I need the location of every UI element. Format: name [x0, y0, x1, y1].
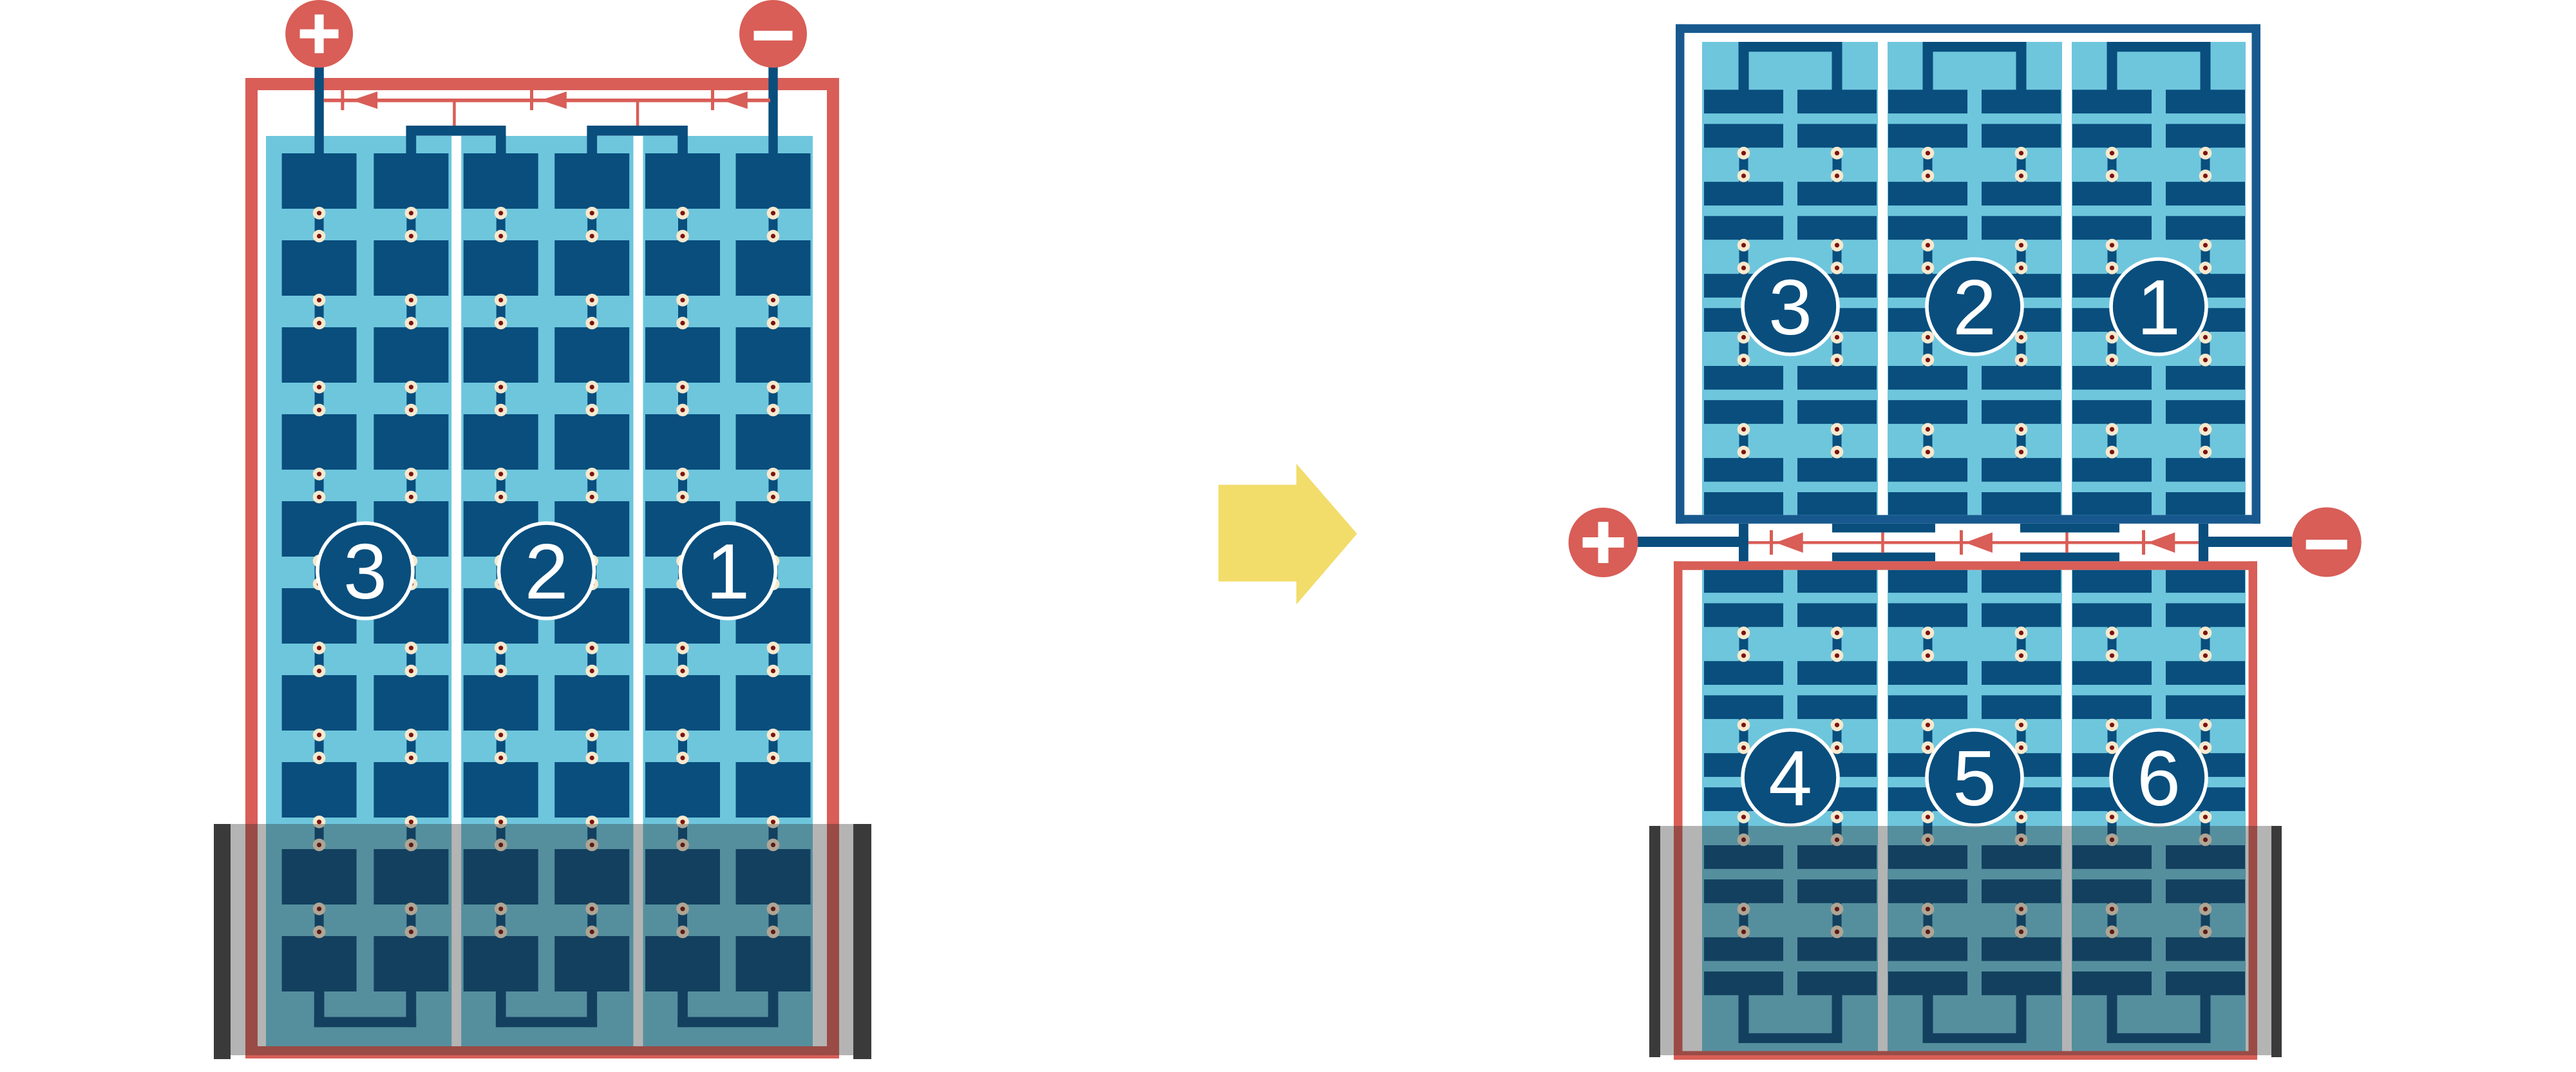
svg-text:2: 2 — [1953, 263, 1996, 351]
svg-text:1: 1 — [706, 528, 750, 615]
svg-text:3: 3 — [343, 528, 387, 615]
svg-text:3: 3 — [1768, 263, 1812, 351]
svg-text:1: 1 — [2137, 263, 2181, 351]
svg-text:6: 6 — [2137, 734, 2181, 822]
svg-text:5: 5 — [1953, 734, 1996, 822]
svg-text:2: 2 — [525, 528, 569, 615]
svg-text:4: 4 — [1768, 734, 1812, 822]
